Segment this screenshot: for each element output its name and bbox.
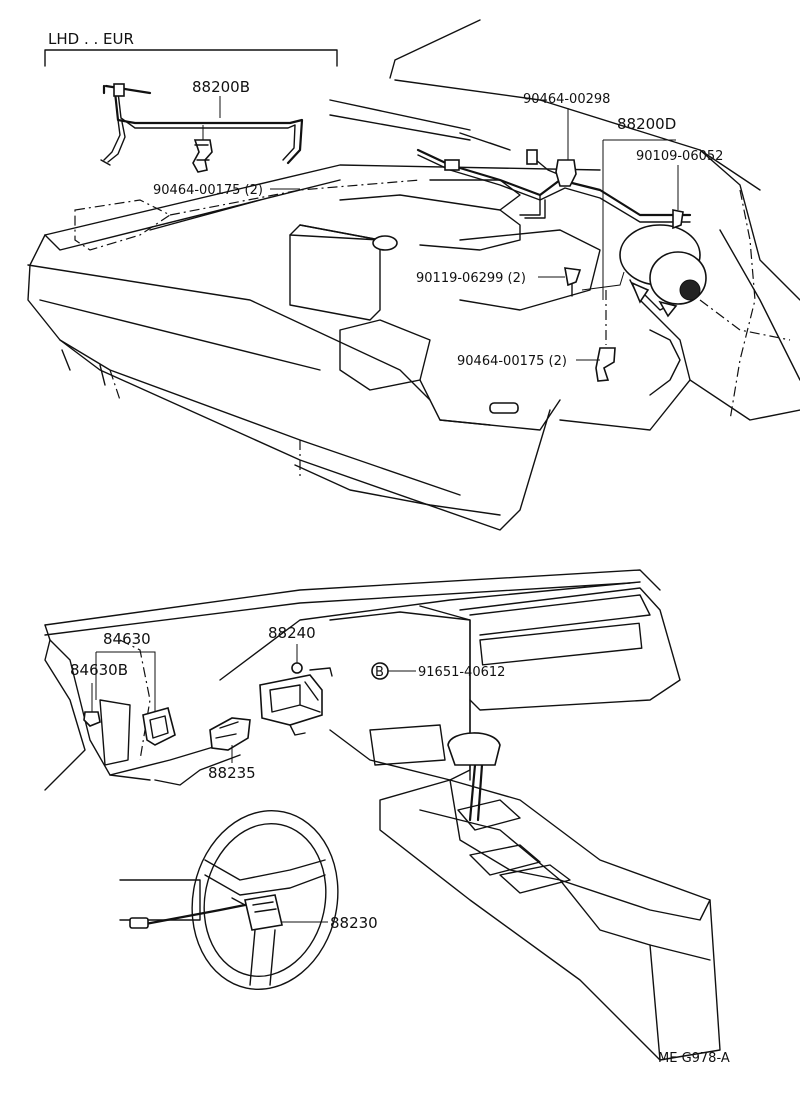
vacuum-hose-88200B — [100, 83, 304, 166]
car-body-front — [27, 19, 800, 531]
variant-label: LHD . . EUR — [48, 30, 134, 48]
clip-90464-00175-top — [192, 139, 213, 173]
clip-90464-00175-right — [595, 347, 616, 382]
label-84630: 84630 — [103, 630, 151, 648]
label-91651-40612: 91651-40612 — [418, 665, 505, 680]
vacuum-harness-88200D — [416, 148, 707, 318]
bolt-90119-06299 — [564, 267, 582, 297]
label-88235: 88235 — [208, 764, 256, 782]
label-84630B: 84630B — [70, 661, 128, 679]
label-88200D: 88200D — [617, 115, 676, 133]
clip-90464-00298 — [555, 159, 577, 187]
variant-bracket — [44, 49, 338, 67]
label-90464-00175-right: 90464-00175 (2) — [457, 354, 567, 369]
drawing-code: ME G978-A — [658, 1051, 730, 1066]
label-90109-06052: 90109-06052 — [636, 149, 723, 164]
label-88230: 88230 — [330, 914, 378, 932]
steering-wheel — [119, 810, 339, 990]
label-88200B: 88200B — [192, 78, 250, 96]
label-90464-00175-top: 90464-00175 (2) — [153, 183, 263, 198]
instrument-panel — [44, 569, 721, 1061]
label-91651-marker: B — [375, 665, 384, 680]
label-90119-06299: 90119-06299 (2) — [416, 271, 526, 286]
label-88240: 88240 — [268, 624, 316, 642]
label-90464-00298: 90464-00298 — [523, 92, 610, 107]
screw-90109-06052 — [672, 209, 684, 230]
